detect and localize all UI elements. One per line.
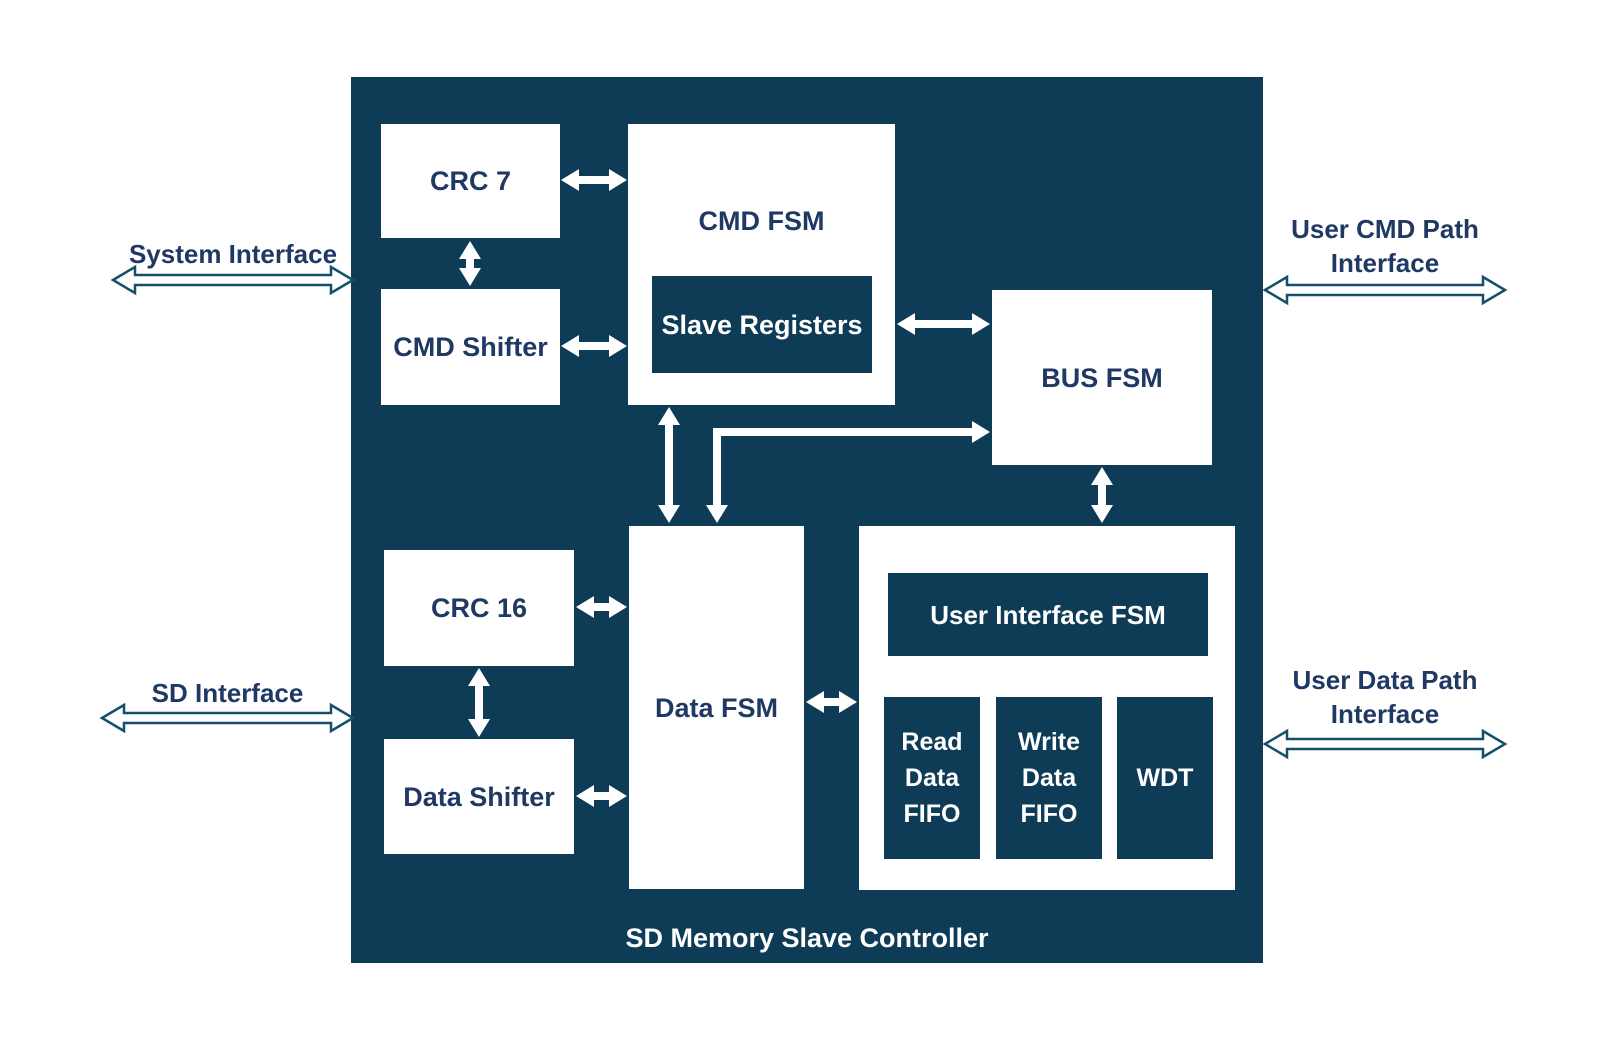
block-data-fsm: Data FSM (629, 526, 804, 889)
user-cmd-path-interface-label: User CMD Path Interface (1291, 214, 1479, 278)
user-data-path-interface-label: User Data Path Interface (1292, 665, 1478, 729)
block-user-interface-fsm: User Interface FSM (888, 573, 1208, 656)
cmd-fsm-label: CMD FSM (698, 206, 825, 236)
diagram-title: SD Memory Slave Controller (625, 923, 989, 953)
sd-memory-slave-controller-box: CRC 7 CMD Shifter CMD FSM Slave Register… (351, 77, 1263, 963)
block-crc16: CRC 16 (384, 550, 574, 666)
block-read-data-fifo: Read Data FIFO (884, 697, 980, 859)
block-crc7: CRC 7 (381, 124, 560, 238)
block-data-shifter: Data Shifter (384, 739, 574, 854)
sd-interface-label: SD Interface (151, 678, 304, 708)
user-path-container: User Interface FSM Read Data FIFO Write … (859, 526, 1235, 890)
user-data-path-interface-arrow (1262, 728, 1508, 760)
user-cmd-path-interface-arrow (1262, 274, 1508, 306)
block-cmd-fsm: CMD FSM Slave Registers (628, 124, 895, 405)
system-interface-label: System Interface (128, 239, 338, 269)
block-write-data-fifo: Write Data FIFO (996, 697, 1102, 859)
block-wdt: WDT (1117, 697, 1213, 859)
block-slave-registers: Slave Registers (652, 276, 872, 373)
block-bus-fsm: BUS FSM (992, 290, 1212, 465)
block-cmd-shifter: CMD Shifter (381, 289, 560, 405)
